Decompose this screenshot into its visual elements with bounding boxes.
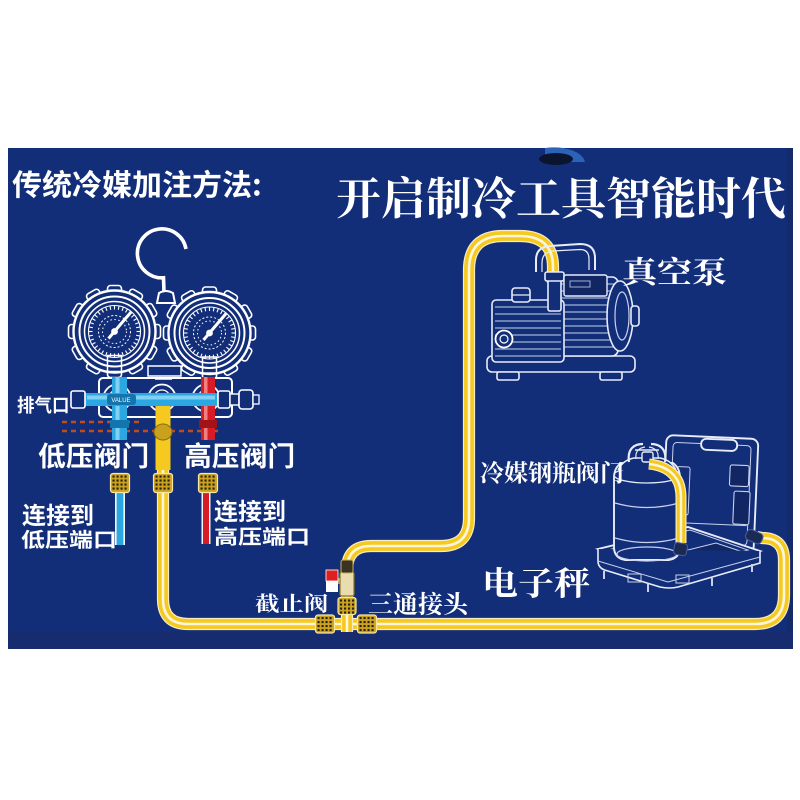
svg-text:VALUE: VALUE [111,398,130,404]
